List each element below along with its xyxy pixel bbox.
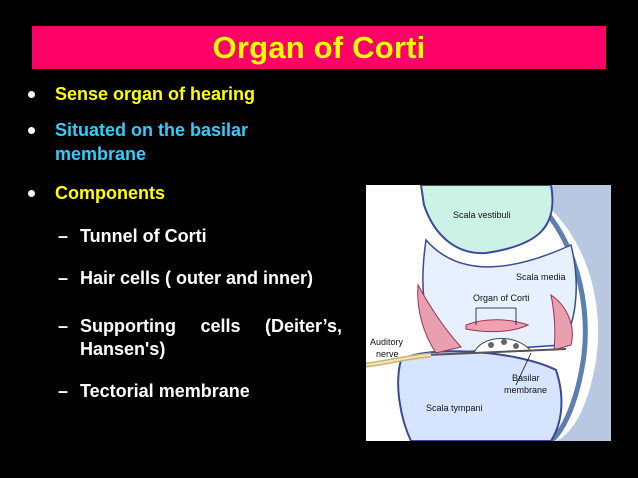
- label-membrane: membrane: [504, 385, 547, 395]
- bullet-text: Components: [55, 183, 165, 203]
- word: (Deiter’s,: [264, 316, 342, 336]
- sub-item-tunnel: – Tunnel of Corti: [58, 225, 207, 248]
- word: cells: [200, 316, 241, 336]
- bullet-components: Components: [28, 181, 165, 205]
- label-organ-of-corti: Organ of Corti: [473, 293, 530, 303]
- title-bar: Organ of Corti: [32, 26, 606, 69]
- label-scala-tympani: Scala tympani: [426, 403, 483, 413]
- sub-item-text: Tectorial membrane: [80, 381, 250, 401]
- bullet-dot-icon: [28, 190, 35, 197]
- dash-icon: –: [58, 268, 69, 288]
- label-scala-vestibuli: Scala vestibuli: [453, 210, 511, 220]
- dash-icon: –: [58, 316, 69, 336]
- bullet-line-1: Situated on the basilar: [55, 120, 249, 140]
- word: Supporting: [80, 316, 176, 336]
- dash-icon: –: [58, 381, 69, 401]
- sub-item-text: Hair cells ( outer and inner): [80, 268, 314, 288]
- bullet-dot-icon: [28, 127, 35, 134]
- sub-item-text: Supporting cells (Deiter’s, Hansen's): [80, 315, 342, 361]
- bullet-dot-icon: [28, 91, 35, 98]
- label-basilar: Basilar: [512, 373, 540, 383]
- bullet-line-2: membrane: [55, 144, 147, 164]
- label-auditory: Auditory: [370, 337, 404, 347]
- label-nerve: nerve: [376, 349, 399, 359]
- label-scala-media: Scala media: [516, 272, 566, 282]
- sub-item-tectorial: – Tectorial membrane: [58, 380, 250, 403]
- sub-item-supporting: – Supporting cells (Deiter’s, Hansen's): [58, 315, 342, 361]
- supporting-line-2: Hansen's): [80, 339, 166, 359]
- cochlea-diagram: Scala vestibuli Scala media Organ of Cor…: [366, 185, 611, 441]
- cochlea-illustration: Scala vestibuli Scala media Organ of Cor…: [366, 185, 611, 441]
- slide-title: Organ of Corti: [212, 29, 426, 65]
- bullet-sense-organ: Sense organ of hearing: [28, 82, 255, 106]
- sub-item-hair-cells: – Hair cells ( outer and inner): [58, 267, 313, 290]
- supporting-line-1: Supporting cells (Deiter’s,: [80, 315, 342, 338]
- sub-item-text: Tunnel of Corti: [80, 226, 207, 246]
- bullet-text: Sense organ of hearing: [55, 84, 256, 104]
- dash-icon: –: [58, 226, 69, 246]
- bullet-basilar: Situated on the basilar membrane: [28, 118, 248, 166]
- bullet-text: Situated on the basilar membrane: [55, 118, 248, 166]
